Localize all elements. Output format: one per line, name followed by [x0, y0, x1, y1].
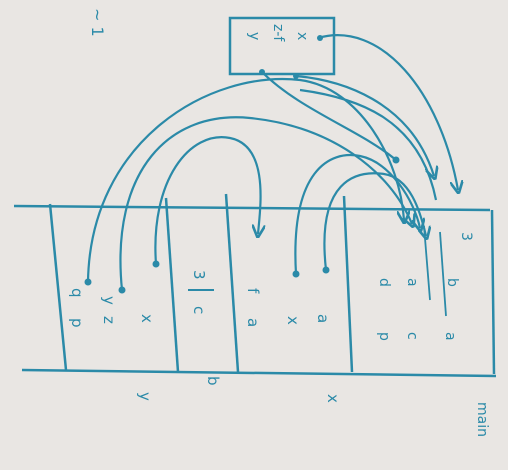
right-label-4: d — [376, 278, 392, 287]
footer-col-f: x — [324, 394, 342, 403]
table-top-line — [13, 204, 491, 212]
right-label-6: b — [444, 278, 460, 287]
column-divider-1 — [48, 203, 68, 371]
right-label-5: a — [404, 278, 420, 287]
top-box-row-2: z-f — [270, 24, 286, 42]
colf-label-1: a — [244, 318, 262, 327]
right-scribble-1 — [439, 231, 447, 317]
colf-label-4: a — [314, 314, 332, 323]
left-label-3: z — [100, 316, 118, 324]
arc-top-box-3 — [295, 74, 434, 176]
top-box-row-1: x — [294, 32, 310, 40]
column-right-labels: p c a d a b 3 — [376, 225, 474, 341]
right-label-1: p — [376, 332, 392, 341]
footer-col-c: b — [204, 376, 222, 386]
arc-mid-2 — [323, 172, 426, 271]
left-label-1: p — [68, 318, 86, 328]
footer-left: y — [136, 392, 154, 401]
arc-top-box-4 — [299, 88, 438, 201]
top-box: x z-f y — [228, 16, 336, 79]
connection-arcs — [86, 34, 458, 291]
colc-label-1: c — [190, 306, 208, 314]
left-label-2: q — [68, 288, 86, 298]
column-divider-3 — [224, 193, 240, 373]
right-label-7: 3 — [458, 232, 474, 241]
corner-scribble: ~ 1 — [88, 8, 107, 37]
main-table — [13, 193, 497, 378]
colc-label-2: 3 — [190, 270, 208, 280]
column-divider-2 — [164, 197, 180, 373]
colf-label-2: f — [244, 288, 262, 294]
footer-right: main — [474, 402, 490, 437]
right-label-3: a — [442, 332, 458, 341]
colf-label-3: x — [284, 316, 302, 325]
arc-mid-1 — [294, 154, 420, 275]
left-label-4: y — [100, 296, 118, 305]
column-c-labels: c 3 — [188, 270, 214, 314]
arc-top-box-1 — [317, 34, 458, 190]
arc-left-3 — [154, 136, 260, 265]
column-divider-5 — [490, 209, 496, 375]
column-footers: y b x main — [136, 376, 490, 437]
table-bottom-line — [21, 368, 497, 378]
left-label-5: x — [138, 314, 156, 323]
top-box-row-3: y — [246, 32, 262, 40]
column-left-labels: p q z y x — [68, 288, 156, 328]
column-divider-4 — [342, 195, 354, 373]
column-f-labels: a f x a — [244, 288, 332, 327]
right-label-2: c — [404, 332, 420, 340]
top-box-border — [228, 16, 336, 76]
arc-top-box-2 — [261, 71, 397, 161]
